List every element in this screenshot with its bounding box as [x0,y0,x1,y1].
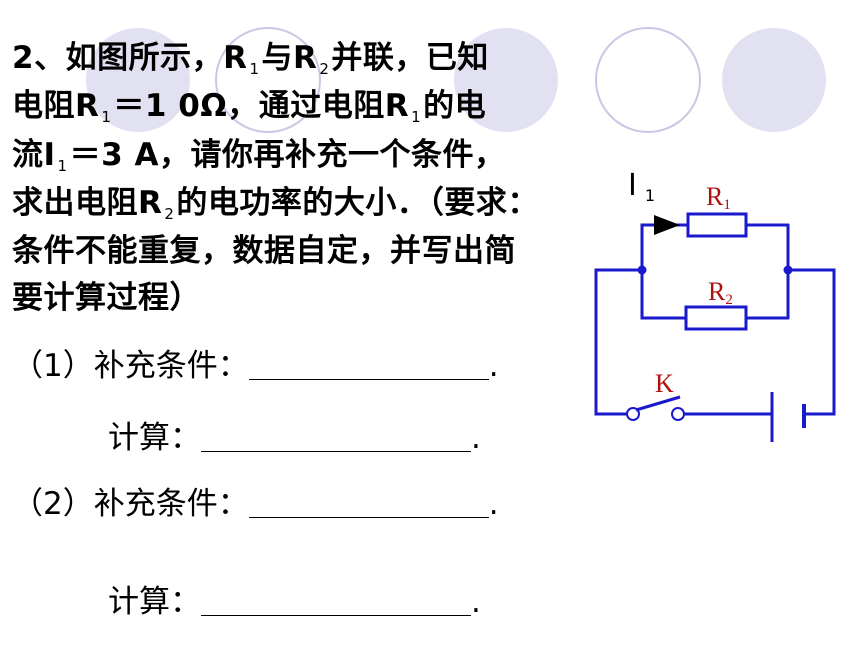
wire-outer [594,268,644,416]
current-arrow-icon [654,215,680,235]
part2-answer-blank[interactable] [248,489,489,518]
part2-end: . [488,486,499,522]
part1-row: （1）补充条件：. [12,340,499,385]
part2-row: （2）补充条件：. [12,478,499,523]
junction-left [637,265,647,275]
decor-circle-4 [595,27,701,133]
switch-terminal-right [671,407,685,421]
part1-label: （1）补充条件： [12,348,249,384]
resistor-r1 [686,212,748,238]
calc1-answer-blank[interactable] [201,423,471,452]
switch-lever [635,395,681,412]
r1-label: R1 [706,182,731,213]
wire-branch-bottom [640,268,688,320]
switch-terminal-left [626,407,640,421]
calc2-answer-blank[interactable] [201,587,471,616]
wire-right-outer [786,268,836,416]
question-line-6: 要计算过程） [12,280,201,316]
calc2-row: 计算：. [108,576,481,621]
part1-answer-blank[interactable] [248,351,489,380]
resistor-r2 [684,305,748,331]
calc1-row: 计算：. [108,412,481,457]
calc2-end: . [471,584,481,620]
decor-circle-2 [215,27,321,133]
decor-circle-3 [454,28,558,132]
r2-label: R2 [708,277,733,308]
junction-right [783,265,793,275]
decor-circle-1 [86,28,190,132]
question-line-5: 条件不能重复，数据自定，并写出简 [12,233,516,269]
calc1-label: 计算： [108,420,201,456]
calc2-label: 计算： [108,584,201,620]
decor-circle-5 [722,28,826,132]
wire-branch-top [640,223,690,272]
part1-end: . [488,348,499,384]
switch-label: K [655,369,674,398]
calc1-end: . [471,420,481,456]
part2-label: （2）补充条件： [12,486,249,522]
